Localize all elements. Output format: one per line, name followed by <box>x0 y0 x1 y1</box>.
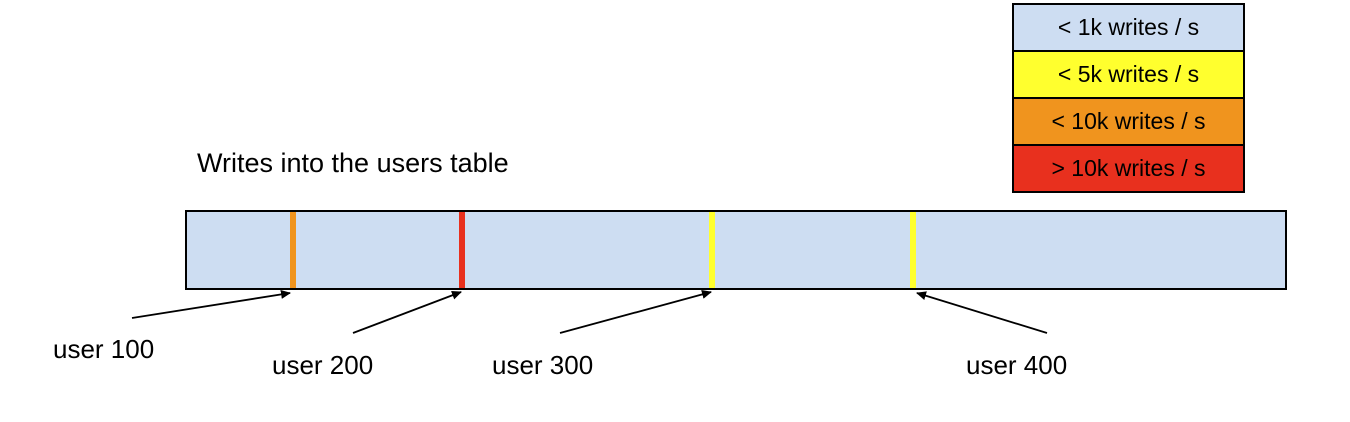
hotspot-marker-user-200 <box>459 212 465 288</box>
legend-item-under-10k: < 10k writes / s <box>1012 97 1245 146</box>
hotspot-marker-user-400 <box>910 212 916 288</box>
arrow-user-400 <box>916 291 1048 334</box>
legend-item-label: > 10k writes / s <box>1051 155 1206 181</box>
arrow-user-200 <box>352 290 462 334</box>
legend: < 1k writes / s < 5k writes / s < 10k wr… <box>1012 3 1245 193</box>
legend-item-under-1k: < 1k writes / s <box>1012 3 1245 52</box>
legend-item-label: < 5k writes / s <box>1057 61 1200 87</box>
user-200-label: user 200 <box>272 350 374 380</box>
arrow-user-300 <box>559 290 712 334</box>
user-400-label: user 400 <box>966 350 1068 380</box>
hotspot-marker-user-100 <box>290 212 296 288</box>
legend-item-under-5k: < 5k writes / s <box>1012 50 1245 99</box>
users-table-bar <box>185 210 1287 290</box>
user-100-label: user 100 <box>53 334 155 364</box>
legend-item-label: < 10k writes / s <box>1051 108 1206 134</box>
arrow-user-100 <box>131 289 291 319</box>
user-300-label: user 300 <box>492 350 594 380</box>
legend-item-label: < 1k writes / s <box>1057 14 1200 40</box>
hotspot-marker-user-300 <box>709 212 715 288</box>
legend-item-over-10k: > 10k writes / s <box>1012 144 1245 193</box>
diagram-title: Writes into the users table <box>197 148 509 178</box>
